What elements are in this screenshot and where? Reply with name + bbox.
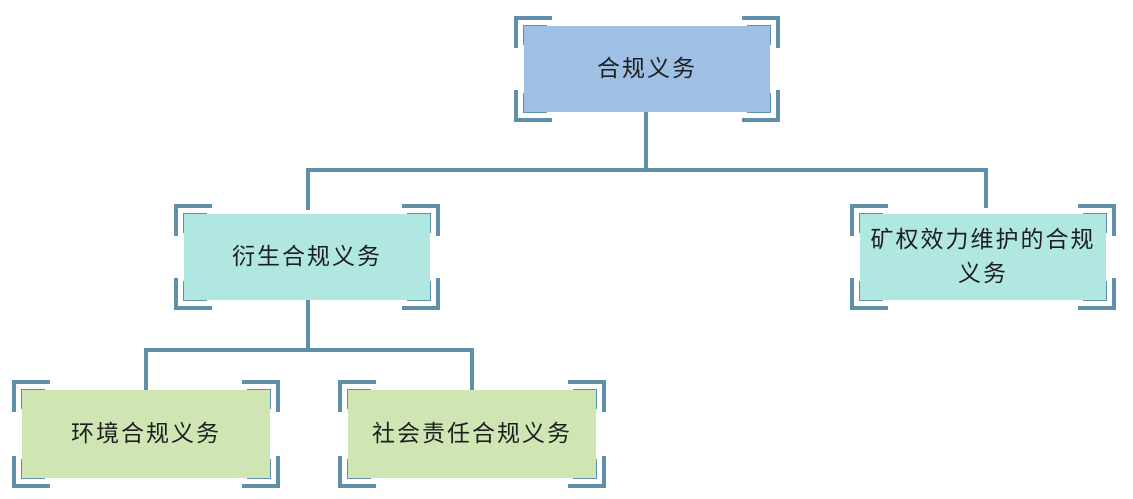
node-environment: 环境合规义务 — [12, 380, 280, 488]
connector-to-derived — [306, 168, 310, 210]
corner-bracket — [1078, 278, 1116, 310]
node-derived-box: 衍生合规义务 — [184, 214, 430, 300]
corner-bracket — [402, 278, 440, 310]
node-social-responsibility-box: 社会责任合规义务 — [348, 390, 596, 478]
corner-bracket — [242, 456, 280, 488]
connector-level2-horizontal — [306, 168, 988, 172]
connector-level3-horizontal — [144, 348, 474, 352]
connector-to-social-responsibility — [470, 348, 474, 390]
connector-root-down — [644, 110, 648, 170]
node-mining-rights-label: 矿权效力维护的合规义务 — [870, 227, 1096, 287]
corner-bracket — [742, 90, 780, 122]
node-environment-box: 环境合规义务 — [22, 390, 270, 478]
node-derived: 衍生合规义务 — [174, 204, 440, 310]
node-root-box: 合规义务 — [524, 26, 770, 112]
node-environment-label: 环境合规义务 — [71, 421, 221, 447]
corner-bracket — [568, 456, 606, 488]
connector-derived-down — [306, 298, 310, 350]
node-social-responsibility-label: 社会责任合规义务 — [372, 421, 572, 447]
node-root: 合规义务 — [514, 16, 780, 122]
node-social-responsibility: 社会责任合规义务 — [338, 380, 606, 488]
connector-to-mining-rights — [984, 168, 988, 208]
node-mining-rights: 矿权效力维护的合规义务 — [850, 204, 1116, 310]
node-derived-label: 衍生合规义务 — [232, 244, 382, 270]
node-root-label: 合规义务 — [597, 56, 697, 82]
connector-to-environment — [144, 348, 148, 390]
node-mining-rights-box: 矿权效力维护的合规义务 — [860, 214, 1106, 300]
